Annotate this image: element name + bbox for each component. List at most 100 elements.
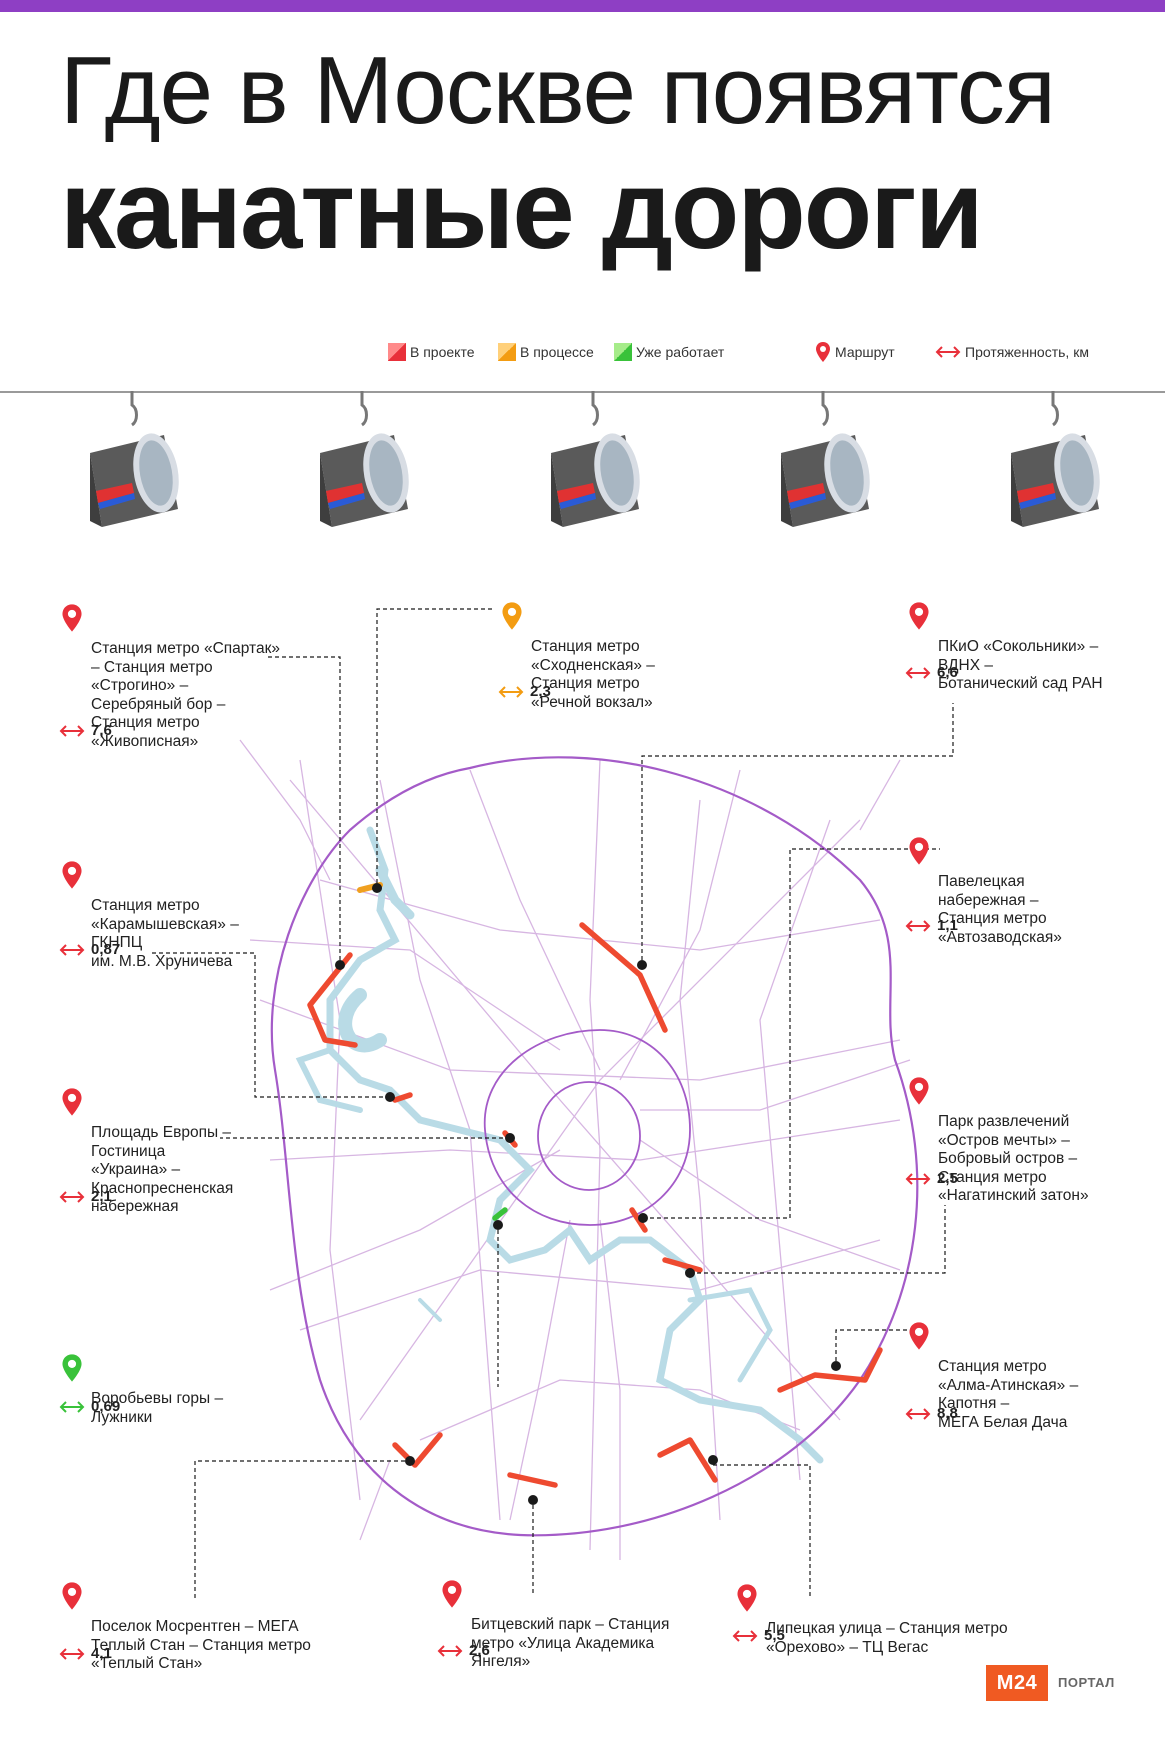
double-arrow-icon xyxy=(905,1172,931,1186)
length-karamyshevskaya: 0,87 xyxy=(59,941,120,958)
double-arrow-icon xyxy=(59,1400,85,1414)
label-vorobyovy: Воробьевы горы – Лужники xyxy=(62,1353,224,1427)
length-value: 6,6 xyxy=(937,664,958,681)
page-title-line2: канатные дороги xyxy=(60,147,984,272)
top-accent-bar xyxy=(0,0,1165,12)
label-ostrov: Парк развлечений «Остров мечты» – Бобров… xyxy=(909,1076,1089,1206)
label-evropy: Площадь Европы – Гостиница «Украина» – К… xyxy=(62,1087,233,1217)
label-bitsa: Битцевский парк – Станция метро «Улица А… xyxy=(442,1579,670,1672)
double-arrow-icon xyxy=(498,685,524,699)
double-arrow-icon xyxy=(905,1407,931,1421)
leader-lines xyxy=(150,608,954,1598)
route-name: Битцевский парк – Станция метро «Улица А… xyxy=(471,1616,670,1670)
length-value: 5,5 xyxy=(764,1627,785,1644)
length-value: 0,69 xyxy=(91,1398,121,1415)
double-arrow-icon xyxy=(59,1190,85,1204)
legend-item-operating: Уже работает xyxy=(614,340,724,364)
length-skhodnenskaya: 2,3 xyxy=(498,683,551,700)
page-title-line1: Где в Москве появятся xyxy=(60,37,1056,144)
gondola-icon xyxy=(773,391,873,541)
length-value: 2,3 xyxy=(530,683,551,700)
brand-subtitle: ПОРТАЛ xyxy=(1058,1675,1115,1690)
label-sokolniki: ПКиО «Сокольники» – ВДНХ – Ботанический … xyxy=(909,601,1103,694)
route-name: ПКиО «Сокольники» – ВДНХ – Ботанический … xyxy=(938,638,1103,692)
length-spartak: 7,6 xyxy=(59,722,112,739)
legend-label: В процессе xyxy=(520,344,594,360)
m24-logo: M24 xyxy=(986,1665,1048,1701)
map-pin-icon xyxy=(736,1583,758,1619)
legend-item-in-progress: В процессе xyxy=(498,340,594,364)
legend-item-length: Протяженность, км xyxy=(935,340,1089,364)
label-skhodnenskaya: Станция метро «Сходненская» – Станция ме… xyxy=(502,601,655,712)
route-dots xyxy=(335,883,841,1505)
map-pin-icon xyxy=(908,1076,930,1112)
length-evropy: 2,1 xyxy=(59,1188,112,1205)
map-pin-icon xyxy=(441,1579,463,1615)
route-name: Воробьевы горы – Лужники xyxy=(91,1390,224,1426)
label-mosrentgen: Поселок Мосрентген – МЕГА Теплый Стан – … xyxy=(62,1581,311,1674)
map-pin-icon xyxy=(501,601,523,637)
length-value: 8,8 xyxy=(937,1405,958,1422)
route-name: Станция метро «Карамышевская» – ГКНПЦ им… xyxy=(91,897,239,970)
map-pin-icon xyxy=(908,601,930,637)
route-name: Станция метро «Алма-Атинская» – Капотня … xyxy=(938,1358,1079,1431)
double-arrow-icon xyxy=(905,666,931,680)
route-name: Станция метро «Сходненская» – Станция ме… xyxy=(531,638,655,711)
route-name: Липецкая улица – Станция метро «Орехово»… xyxy=(766,1620,1008,1656)
map-pin-icon xyxy=(61,603,83,639)
route-name: Станция метро «Спартак» – Станция метро … xyxy=(91,640,280,750)
map-pin-icon xyxy=(908,836,930,872)
map-pin-icon xyxy=(61,1353,83,1389)
length-value: 2,1 xyxy=(91,1188,112,1205)
gondola-icon xyxy=(312,391,412,541)
length-value: 7,6 xyxy=(91,722,112,739)
legend-label: Протяженность, км xyxy=(965,344,1089,360)
length-sokolniki: 6,6 xyxy=(905,664,958,681)
double-arrow-icon xyxy=(437,1644,463,1658)
length-vorobyovy: 0,69 xyxy=(59,1398,120,1415)
label-karamyshevskaya: Станция метро «Карамышевская» – ГКНПЦ им… xyxy=(62,860,239,971)
map-rings xyxy=(270,756,919,1537)
length-alma: 8,8 xyxy=(905,1405,958,1422)
map-pin-icon xyxy=(61,1581,83,1617)
legend-label: В проекте xyxy=(410,344,475,360)
label-lipetskaya: Липецкая улица – Станция метро «Орехово»… xyxy=(737,1583,1008,1657)
route-name: Павелецкая набережная – Станция метро «А… xyxy=(938,873,1062,946)
red-swatch-icon xyxy=(388,343,406,361)
length-value: 2,5 xyxy=(937,1170,958,1187)
length-paveletskaya: 1,1 xyxy=(905,917,958,934)
route-name: Парк развлечений «Остров мечты» – Бобров… xyxy=(938,1113,1089,1204)
length-bitsa: 2,6 xyxy=(437,1642,490,1659)
label-paveletskaya: Павелецкая набережная – Станция метро «А… xyxy=(909,836,1062,947)
length-value: 4,1 xyxy=(91,1645,112,1662)
legend-label: Уже работает xyxy=(636,344,725,360)
double-arrow-icon xyxy=(732,1629,758,1643)
label-spartak: Станция метро «Спартак» – Станция метро … xyxy=(62,603,280,751)
gondola-icon xyxy=(1003,391,1103,541)
length-value: 1,1 xyxy=(937,917,958,934)
gondola-icon xyxy=(82,391,182,541)
map-pin-icon xyxy=(815,341,831,363)
green-swatch-icon xyxy=(614,343,632,361)
orange-swatch-icon xyxy=(498,343,516,361)
double-arrow-icon xyxy=(59,724,85,738)
length-mosrentgen: 4,1 xyxy=(59,1645,112,1662)
length-value: 2,6 xyxy=(469,1642,490,1659)
map-rivers xyxy=(295,826,824,1464)
length-value: 0,87 xyxy=(91,941,121,958)
route-name: Поселок Мосрентген – МЕГА Теплый Стан – … xyxy=(91,1618,311,1672)
cable-line xyxy=(0,391,1165,393)
legend-item-project: В проекте xyxy=(388,340,475,364)
map-pin-icon xyxy=(61,860,83,896)
length-lipetskaya: 5,5 xyxy=(732,1627,785,1644)
label-alma: Станция метро «Алма-Атинская» – Капотня … xyxy=(909,1321,1079,1432)
legend-label: Маршрут xyxy=(835,344,895,360)
route-lines xyxy=(307,882,883,1488)
map-pin-icon xyxy=(908,1321,930,1357)
double-arrow-icon xyxy=(59,943,85,957)
map-pin-icon xyxy=(61,1087,83,1123)
gondola-icon xyxy=(543,391,643,541)
legend-item-route: Маршрут xyxy=(815,340,895,364)
length-ostrov: 2,5 xyxy=(905,1170,958,1187)
